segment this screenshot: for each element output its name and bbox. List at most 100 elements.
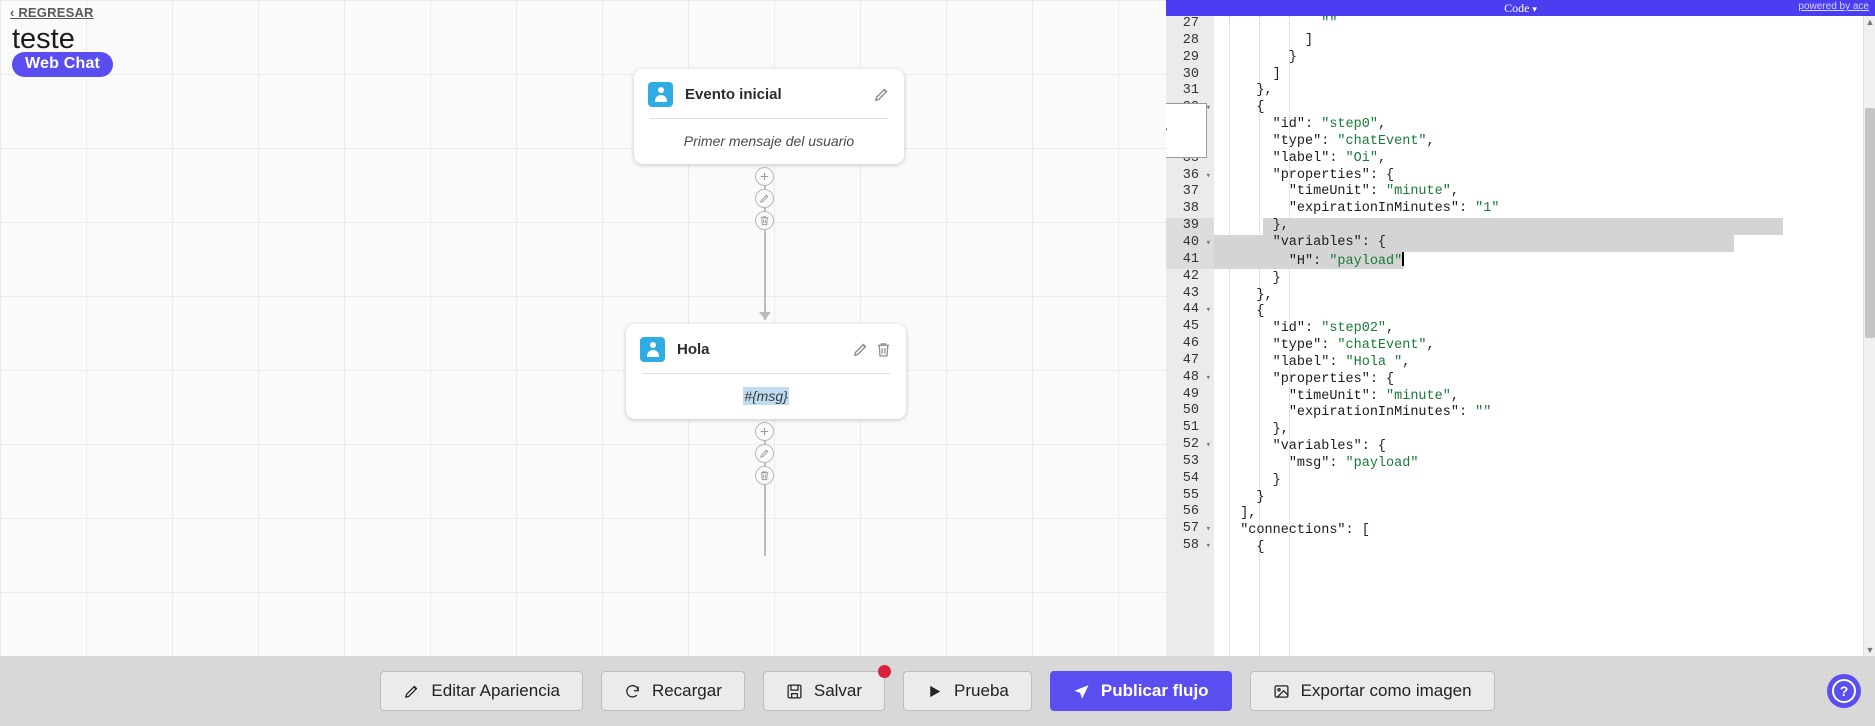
code-line[interactable]: "timeUnit": "minute", xyxy=(1288,388,1459,404)
code-line[interactable]: } xyxy=(1224,270,1281,286)
fold-toggle-icon[interactable]: ▾ xyxy=(1205,305,1211,316)
code-line[interactable]: "connections": [ xyxy=(1240,523,1370,539)
scrollbar-thumb[interactable] xyxy=(1865,108,1875,338)
line-number[interactable]: 39 xyxy=(1166,218,1214,235)
fold-toggle-icon[interactable]: ▾ xyxy=(1205,440,1211,451)
line-number[interactable]: 38 xyxy=(1182,201,1199,217)
node-evento-inicial[interactable]: Evento inicial Primer mensaje del usuari… xyxy=(634,69,904,164)
line-number[interactable]: 27 xyxy=(1182,16,1199,31)
node-hola[interactable]: Hola #{msg} xyxy=(626,324,906,419)
code-line[interactable]: "expirationInMinutes": "1" xyxy=(1288,201,1500,217)
code-line[interactable]: "type": "chatEvent", xyxy=(1272,133,1435,149)
line-number[interactable]: 30 xyxy=(1182,66,1199,82)
line-number[interactable]: 36▾ xyxy=(1182,167,1211,183)
line-number[interactable]: 57▾ xyxy=(1182,521,1211,537)
fold-toggle-icon[interactable]: ▾ xyxy=(1205,170,1211,181)
pencil-icon[interactable] xyxy=(873,86,890,103)
add-node-handle[interactable] xyxy=(755,422,774,441)
code-area[interactable]: 272829303132▾33343536▾37383940▾41424344▾… xyxy=(1166,16,1875,656)
code-line[interactable]: }, xyxy=(1224,287,1273,303)
fold-toggle-icon[interactable]: ▾ xyxy=(1205,372,1211,383)
help-button[interactable]: ? xyxy=(1827,674,1861,708)
code-line[interactable]: "id": "step0", xyxy=(1272,117,1387,133)
code-line[interactable]: "timeUnit": "minute", xyxy=(1288,184,1459,200)
fold-toggle-icon[interactable]: ▾ xyxy=(1205,524,1211,535)
line-number[interactable]: 46 xyxy=(1182,336,1199,352)
code-line[interactable]: { xyxy=(1224,304,1265,320)
line-number[interactable]: 28 xyxy=(1182,32,1199,48)
code-line[interactable]: }, xyxy=(1214,218,1875,235)
line-number[interactable]: 44▾ xyxy=(1182,302,1211,318)
line-number[interactable]: 45 xyxy=(1182,319,1199,335)
scroll-up-arrow[interactable]: ▲ xyxy=(1865,17,1875,27)
test-button[interactable]: Prueba xyxy=(903,671,1032,711)
delete-node-handle[interactable] xyxy=(755,211,774,230)
line-number[interactable]: 56 xyxy=(1182,504,1199,520)
line-number[interactable]: 58▾ xyxy=(1182,538,1211,554)
reload-button[interactable]: Recargar xyxy=(600,671,745,711)
edit-node-handle[interactable] xyxy=(755,444,774,463)
chevron-right-icon[interactable]: ❯ xyxy=(1166,118,1169,143)
publish-flow-button[interactable]: Publicar flujo xyxy=(1049,671,1232,711)
code-line[interactable]: { xyxy=(1224,100,1265,116)
ace-credit-link[interactable]: powered by ace xyxy=(1798,1,1869,12)
code-text[interactable]: "" ] } ] }, { "id": "step0", "type": "ch… xyxy=(1214,16,1875,656)
code-line[interactable]: }, xyxy=(1224,422,1289,438)
code-line[interactable]: "variables": { xyxy=(1214,234,1875,252)
code-line[interactable]: }, xyxy=(1224,83,1273,99)
code-line[interactable]: { xyxy=(1224,540,1265,556)
trash-icon[interactable] xyxy=(875,341,892,358)
code-line[interactable]: "id": "step02", xyxy=(1272,321,1395,337)
line-number[interactable]: 47 xyxy=(1182,352,1199,368)
code-line[interactable]: "" xyxy=(1321,16,1338,31)
line-number[interactable]: 54 xyxy=(1182,470,1199,486)
fold-toggle-icon[interactable]: ▾ xyxy=(1205,237,1211,248)
code-line[interactable]: "label": "Hola ", xyxy=(1272,354,1411,370)
edit-appearance-button[interactable]: Editar Apariencia xyxy=(380,671,583,711)
scroll-down-arrow[interactable]: ▼ xyxy=(1865,645,1875,655)
node1-handles[interactable] xyxy=(755,167,774,233)
code-line[interactable]: } xyxy=(1224,472,1281,488)
line-number[interactable]: 37 xyxy=(1182,184,1199,200)
code-line[interactable]: ], xyxy=(1224,506,1257,522)
line-number[interactable]: 40▾ xyxy=(1166,234,1214,252)
code-line[interactable]: ] xyxy=(1224,66,1281,82)
line-number[interactable]: 52▾ xyxy=(1182,437,1211,453)
line-number[interactable]: 29 xyxy=(1182,49,1199,65)
code-line[interactable]: "expirationInMinutes": "" xyxy=(1288,405,1492,421)
flow-canvas[interactable]: ‹ REGRESAR teste Web Chat Evento inicial… xyxy=(0,0,1166,656)
code-line[interactable]: } xyxy=(1224,489,1265,505)
chevron-down-icon[interactable]: ▾ xyxy=(1532,4,1537,14)
code-line[interactable]: "properties": { xyxy=(1272,371,1395,387)
code-editor-panel[interactable]: Code▾ powered by ace 272829303132▾333435… xyxy=(1166,0,1875,656)
code-line[interactable]: "label": "Oi", xyxy=(1272,150,1387,166)
fold-toggle-icon[interactable]: ▾ xyxy=(1205,103,1211,114)
edit-node-handle[interactable] xyxy=(755,189,774,208)
code-fold-widget[interactable]: ❯ xyxy=(1166,103,1207,158)
back-link[interactable]: ‹ REGRESAR xyxy=(10,5,94,20)
delete-node-handle[interactable] xyxy=(755,466,774,485)
code-line[interactable]: "msg": "payload" xyxy=(1288,455,1419,471)
node2-handles[interactable] xyxy=(755,422,774,488)
code-line[interactable]: "type": "chatEvent", xyxy=(1272,338,1435,354)
line-number[interactable]: 53 xyxy=(1182,453,1199,469)
line-number[interactable]: 50 xyxy=(1182,403,1199,419)
line-number[interactable]: 48▾ xyxy=(1182,369,1211,385)
line-number[interactable]: 42 xyxy=(1182,268,1199,284)
export-image-button[interactable]: Exportar como imagen xyxy=(1249,671,1495,711)
line-number[interactable]: 51 xyxy=(1182,420,1199,436)
pencil-icon[interactable] xyxy=(852,341,869,358)
fold-toggle-icon[interactable]: ▾ xyxy=(1205,541,1211,552)
code-line[interactable]: "H": "payload" xyxy=(1214,251,1875,271)
code-line[interactable]: "variables": { xyxy=(1272,439,1387,455)
editor-title-wrap[interactable]: Code▾ xyxy=(1166,1,1875,16)
line-number[interactable]: 49 xyxy=(1182,386,1199,402)
line-number[interactable]: 31 xyxy=(1182,83,1199,99)
editor-scrollbar[interactable]: ▲ ▼ xyxy=(1863,16,1875,656)
line-number[interactable]: 55 xyxy=(1182,487,1199,503)
code-line[interactable]: "properties": { xyxy=(1272,167,1395,183)
add-node-handle[interactable] xyxy=(755,167,774,186)
save-button[interactable]: Salvar xyxy=(762,665,892,711)
code-line[interactable]: ] xyxy=(1224,32,1314,48)
line-number[interactable]: 41 xyxy=(1166,251,1214,269)
